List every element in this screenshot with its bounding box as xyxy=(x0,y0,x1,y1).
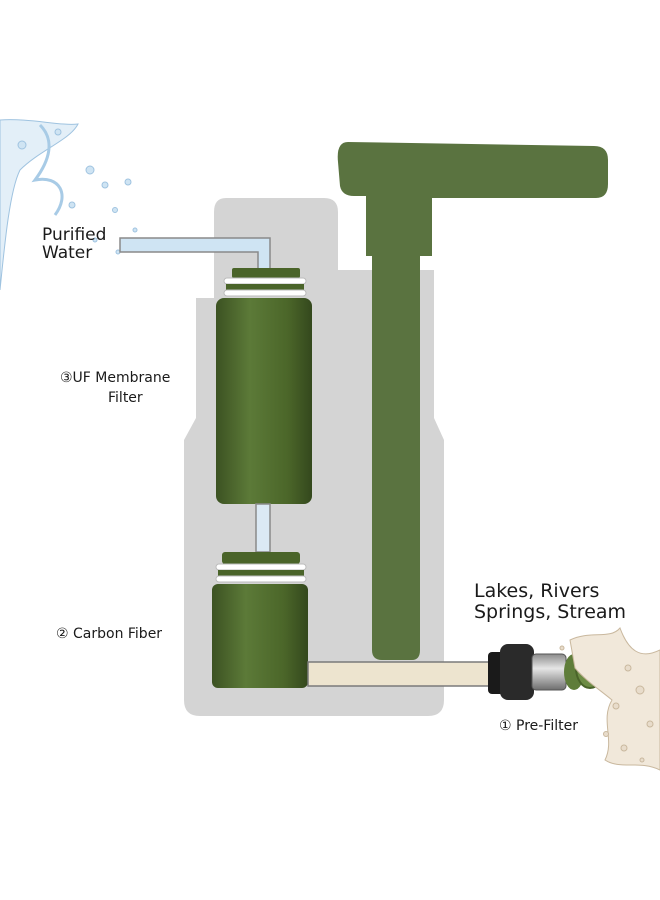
water-source-line1: Lakes, Rivers xyxy=(474,580,600,602)
uf-membrane-filter xyxy=(216,268,312,504)
uf-membrane-label: ③UF Membrane Filter xyxy=(60,368,170,408)
intake-hose xyxy=(307,661,495,687)
water-splash-top-left xyxy=(0,119,138,291)
carbon-fiber-label: ② Carbon Fiber xyxy=(56,626,163,642)
uf-membrane-line1: ③UF Membrane xyxy=(60,370,171,386)
purified-water-line1: Purified xyxy=(42,225,107,245)
pump-handle xyxy=(337,142,608,660)
water-source-label: Lakes, Rivers Springs, Stream xyxy=(474,581,626,623)
water-source-line2: Springs, Stream xyxy=(474,601,627,623)
purified-water-line2: Water xyxy=(42,243,93,263)
water-splash-bottom-right xyxy=(559,627,660,771)
connector-tube xyxy=(255,503,271,553)
uf-membrane-line2: Filter xyxy=(108,390,143,406)
purified-water-label: Purified Water xyxy=(42,226,106,262)
pre-filter-label: ① Pre-Filter xyxy=(499,718,578,734)
carbon-fiber-filter xyxy=(212,552,308,688)
